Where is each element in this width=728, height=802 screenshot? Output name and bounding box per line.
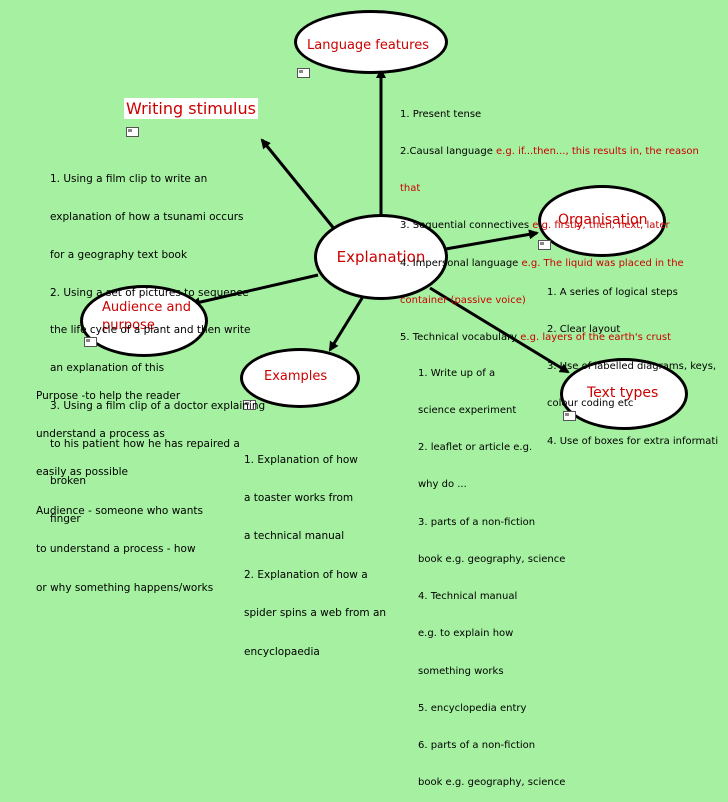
- node-examples: [240, 348, 360, 408]
- language-note-line: container (passive voice): [400, 294, 526, 306]
- writing-stimulus-notes: 1. Using a film clip to write an explana…: [50, 173, 266, 526]
- language-note-line: that: [400, 183, 421, 195]
- note-icon: [243, 400, 256, 410]
- node-organisation: [538, 185, 666, 257]
- note-icon: [297, 68, 310, 78]
- language-note-line: 3. Sequential connectives e.g. firstly, …: [400, 220, 670, 232]
- audience-purpose-notes: Purpose -to help the reader understand a…: [36, 389, 214, 594]
- note-icon: [538, 240, 551, 250]
- note-icon: [126, 127, 139, 137]
- label-examples: Examples: [264, 369, 328, 384]
- node-language-features: [294, 10, 448, 74]
- label-language-features: Language features: [307, 38, 429, 53]
- note-icon: [563, 411, 576, 421]
- label-audience-line2: purpose: [102, 318, 155, 333]
- arrow-to-text-types: [429, 286, 570, 374]
- examples-notes: 1. Explanation of how a toaster works fr…: [244, 453, 387, 658]
- language-features-notes: 1. Present tense 2.Causal language e.g. …: [400, 84, 699, 357]
- center-label: Explanation: [336, 248, 426, 266]
- label-audience-line1: Audience and: [102, 300, 191, 315]
- node-text-types: [560, 358, 688, 430]
- note-icon: [84, 337, 97, 347]
- label-writing-stimulus: Writing stimulus: [124, 98, 258, 119]
- label-text-types: Text types: [587, 385, 659, 401]
- arrow-to-organisation: [439, 229, 539, 252]
- arrow-to-writing-stimulus: [260, 138, 342, 237]
- language-note-line: 4. Impersonal language e.g. The liquid w…: [400, 257, 684, 269]
- node-audience-purpose: [80, 285, 208, 357]
- language-note-line: 2.Causal language e.g. if...then..., thi…: [400, 146, 699, 158]
- text-types-notes: 1. Write up of a science experiment 2. l…: [418, 367, 566, 789]
- language-note-line: 5. Technical vocabulary e.g. layers of t…: [400, 332, 672, 344]
- center-node-explanation: Explanation: [314, 214, 448, 300]
- arrow-to-audience: [190, 273, 319, 308]
- label-organisation: Organisation: [558, 212, 648, 228]
- arrow-to-examples: [328, 294, 366, 352]
- connector-lines: [190, 68, 570, 374]
- organisation-notes: 1. A series of logical steps 2. Clear la…: [547, 286, 719, 447]
- language-note-line: 1. Present tense: [400, 108, 482, 120]
